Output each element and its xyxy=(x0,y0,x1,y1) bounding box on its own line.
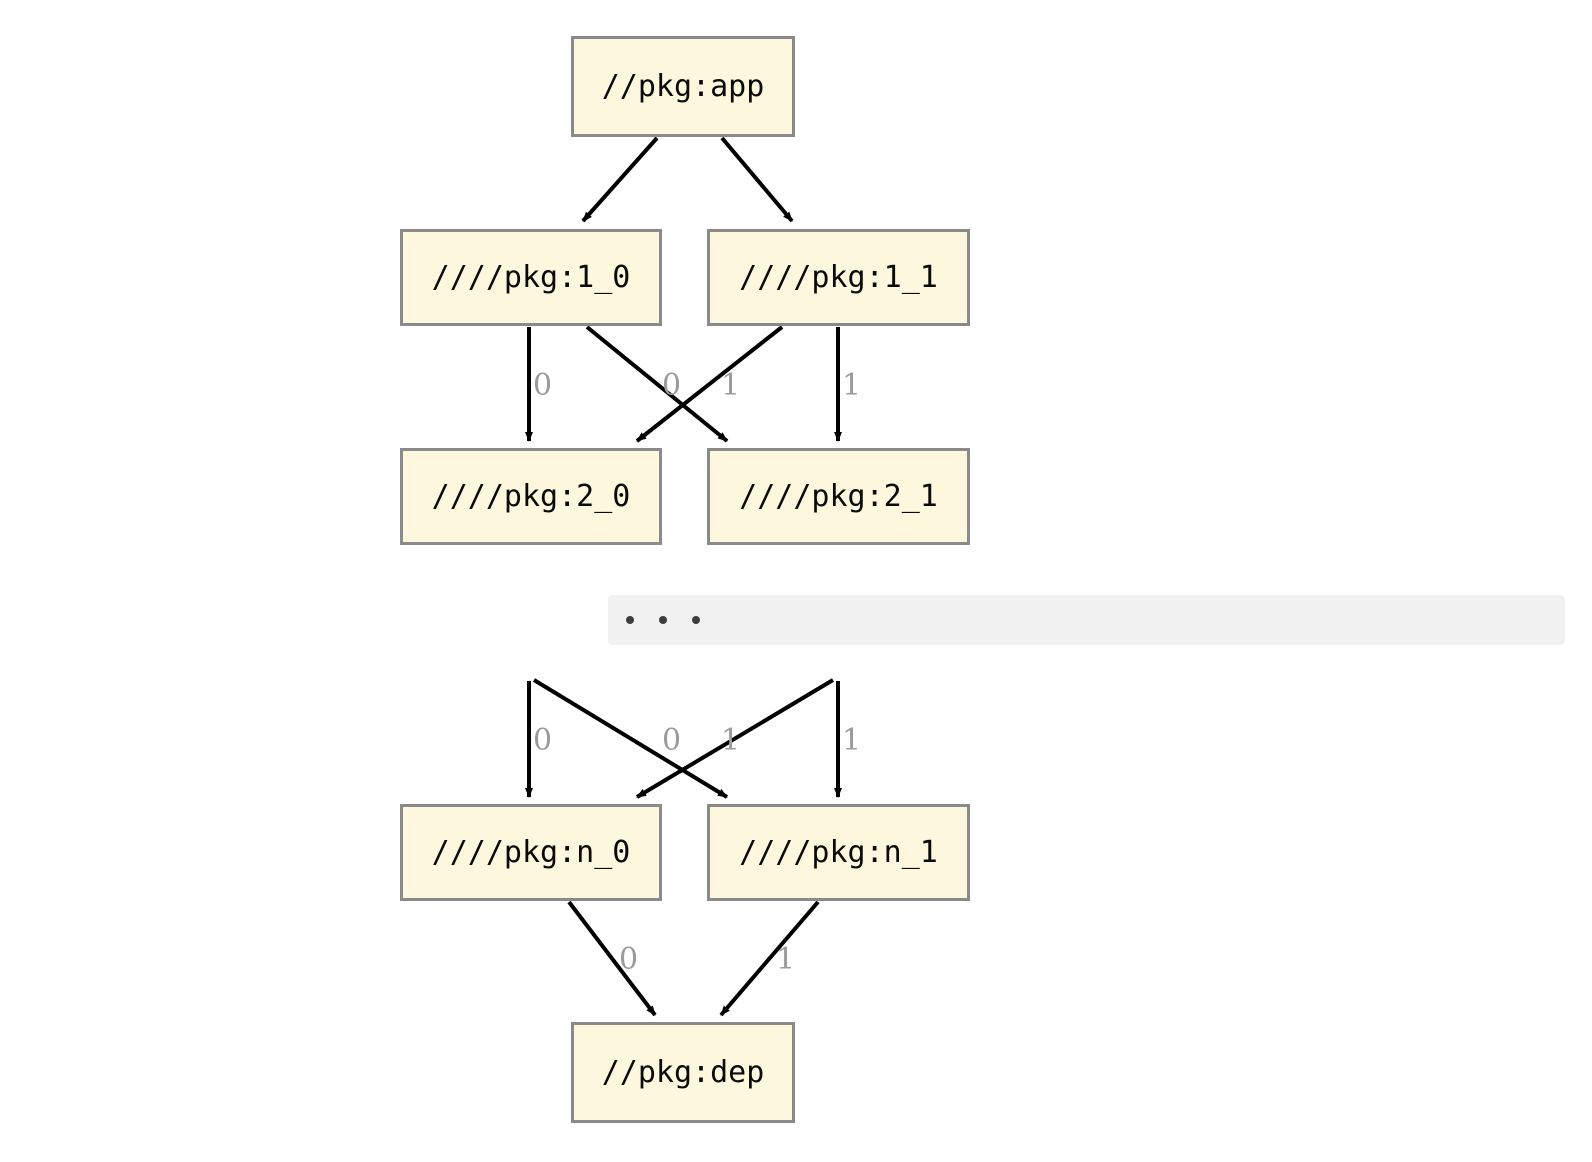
node-pkg-2_1-label: ////pkg:2_1 xyxy=(739,479,938,514)
edge-1_1-to-2_0 xyxy=(635,325,784,443)
edge-label-upper-center-right: 1 xyxy=(721,368,741,403)
elision-dot-1 xyxy=(626,616,634,624)
elision-dots xyxy=(626,616,700,624)
edge-label-upper-right: 1 xyxy=(842,368,862,403)
node-pkg-n_0-label: ////pkg:n_0 xyxy=(431,835,631,870)
node-pkg-1_1-label: ////pkg:1_1 xyxy=(739,260,938,295)
node-pkg-2_0-label: ////pkg:2_0 xyxy=(431,479,631,514)
elision-dot-2 xyxy=(659,616,667,624)
edge-label-lower-left: 0 xyxy=(533,723,553,758)
node-pkg-2_1[interactable]: ////pkg:2_1 xyxy=(707,448,970,545)
node-app[interactable]: //pkg:app xyxy=(571,36,795,137)
node-dep[interactable]: //pkg:dep xyxy=(571,1022,795,1123)
edge-elided-to-n_0-diagonal xyxy=(635,678,835,799)
edge-app-to-1_0 xyxy=(581,136,659,223)
node-pkg-n_1-label: ////pkg:n_1 xyxy=(739,835,938,870)
node-dep-label: //pkg:dep xyxy=(601,1055,765,1090)
edge-label-upper-center-left: 0 xyxy=(662,368,682,403)
node-app-label: //pkg:app xyxy=(601,69,765,104)
edge-n_1-to-dep xyxy=(719,900,820,1017)
node-pkg-1_0[interactable]: ////pkg:1_0 xyxy=(400,229,662,326)
node-pkg-n_1[interactable]: ////pkg:n_1 xyxy=(707,804,970,901)
node-pkg-1_0-label: ////pkg:1_0 xyxy=(431,260,631,295)
node-pkg-1_1[interactable]: ////pkg:1_1 xyxy=(707,229,970,326)
elision-dot-3 xyxy=(692,616,700,624)
node-pkg-n_0[interactable]: ////pkg:n_0 xyxy=(400,804,662,901)
edge-label-dep-left: 0 xyxy=(619,942,639,977)
edge-label-lower-center-left: 0 xyxy=(662,723,682,758)
edge-label-upper-left: 0 xyxy=(533,368,553,403)
edge-elided-to-n_1-diagonal xyxy=(532,678,729,799)
edge-label-lower-center-right: 1 xyxy=(721,723,741,758)
edge-app-to-1_1 xyxy=(720,136,794,223)
edge-1_0-to-2_1 xyxy=(585,325,729,443)
elision-band xyxy=(608,595,1565,645)
edge-n_0-to-dep xyxy=(567,900,657,1017)
node-pkg-2_0[interactable]: ////pkg:2_0 xyxy=(400,448,662,545)
edge-label-dep-right: 1 xyxy=(776,942,796,977)
edge-label-lower-right: 1 xyxy=(842,723,862,758)
